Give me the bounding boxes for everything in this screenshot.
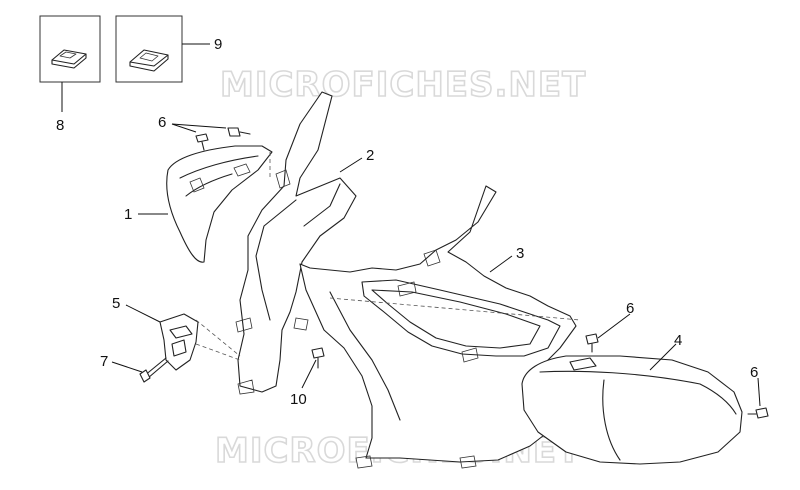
callout-c6b: 6 [626,300,634,317]
part-box-9 [115,15,183,83]
part-6-screw-right [585,333,599,353]
callout-c3: 3 [516,245,524,262]
callout-c7: 7 [100,353,108,370]
part-box-8 [39,15,101,83]
callout-c4: 4 [674,332,682,349]
part-7-screw [139,357,169,383]
callout-c2: 2 [366,147,374,164]
watermark-top: MICROFICHES.NET [220,65,586,105]
callout-c6c: 6 [750,364,758,381]
part-3-lower-body [299,185,577,469]
part-5-bracket [159,313,199,371]
part-2-inner-shield [235,91,357,395]
callout-c5: 5 [112,295,120,312]
callout-c6a: 6 [158,114,166,131]
callout-c10: 10 [290,391,307,408]
callout-c9: 9 [214,36,222,53]
part-4-side-cover [521,355,743,465]
part-6-screw-far-right [747,407,769,419]
part-1-panel [166,145,273,263]
part-10-screw [311,347,325,369]
callout-c1: 1 [124,206,132,223]
callout-c8: 8 [56,117,64,134]
part-6-screw-top-b [227,127,251,137]
part-6-screw-top-a [195,133,209,151]
